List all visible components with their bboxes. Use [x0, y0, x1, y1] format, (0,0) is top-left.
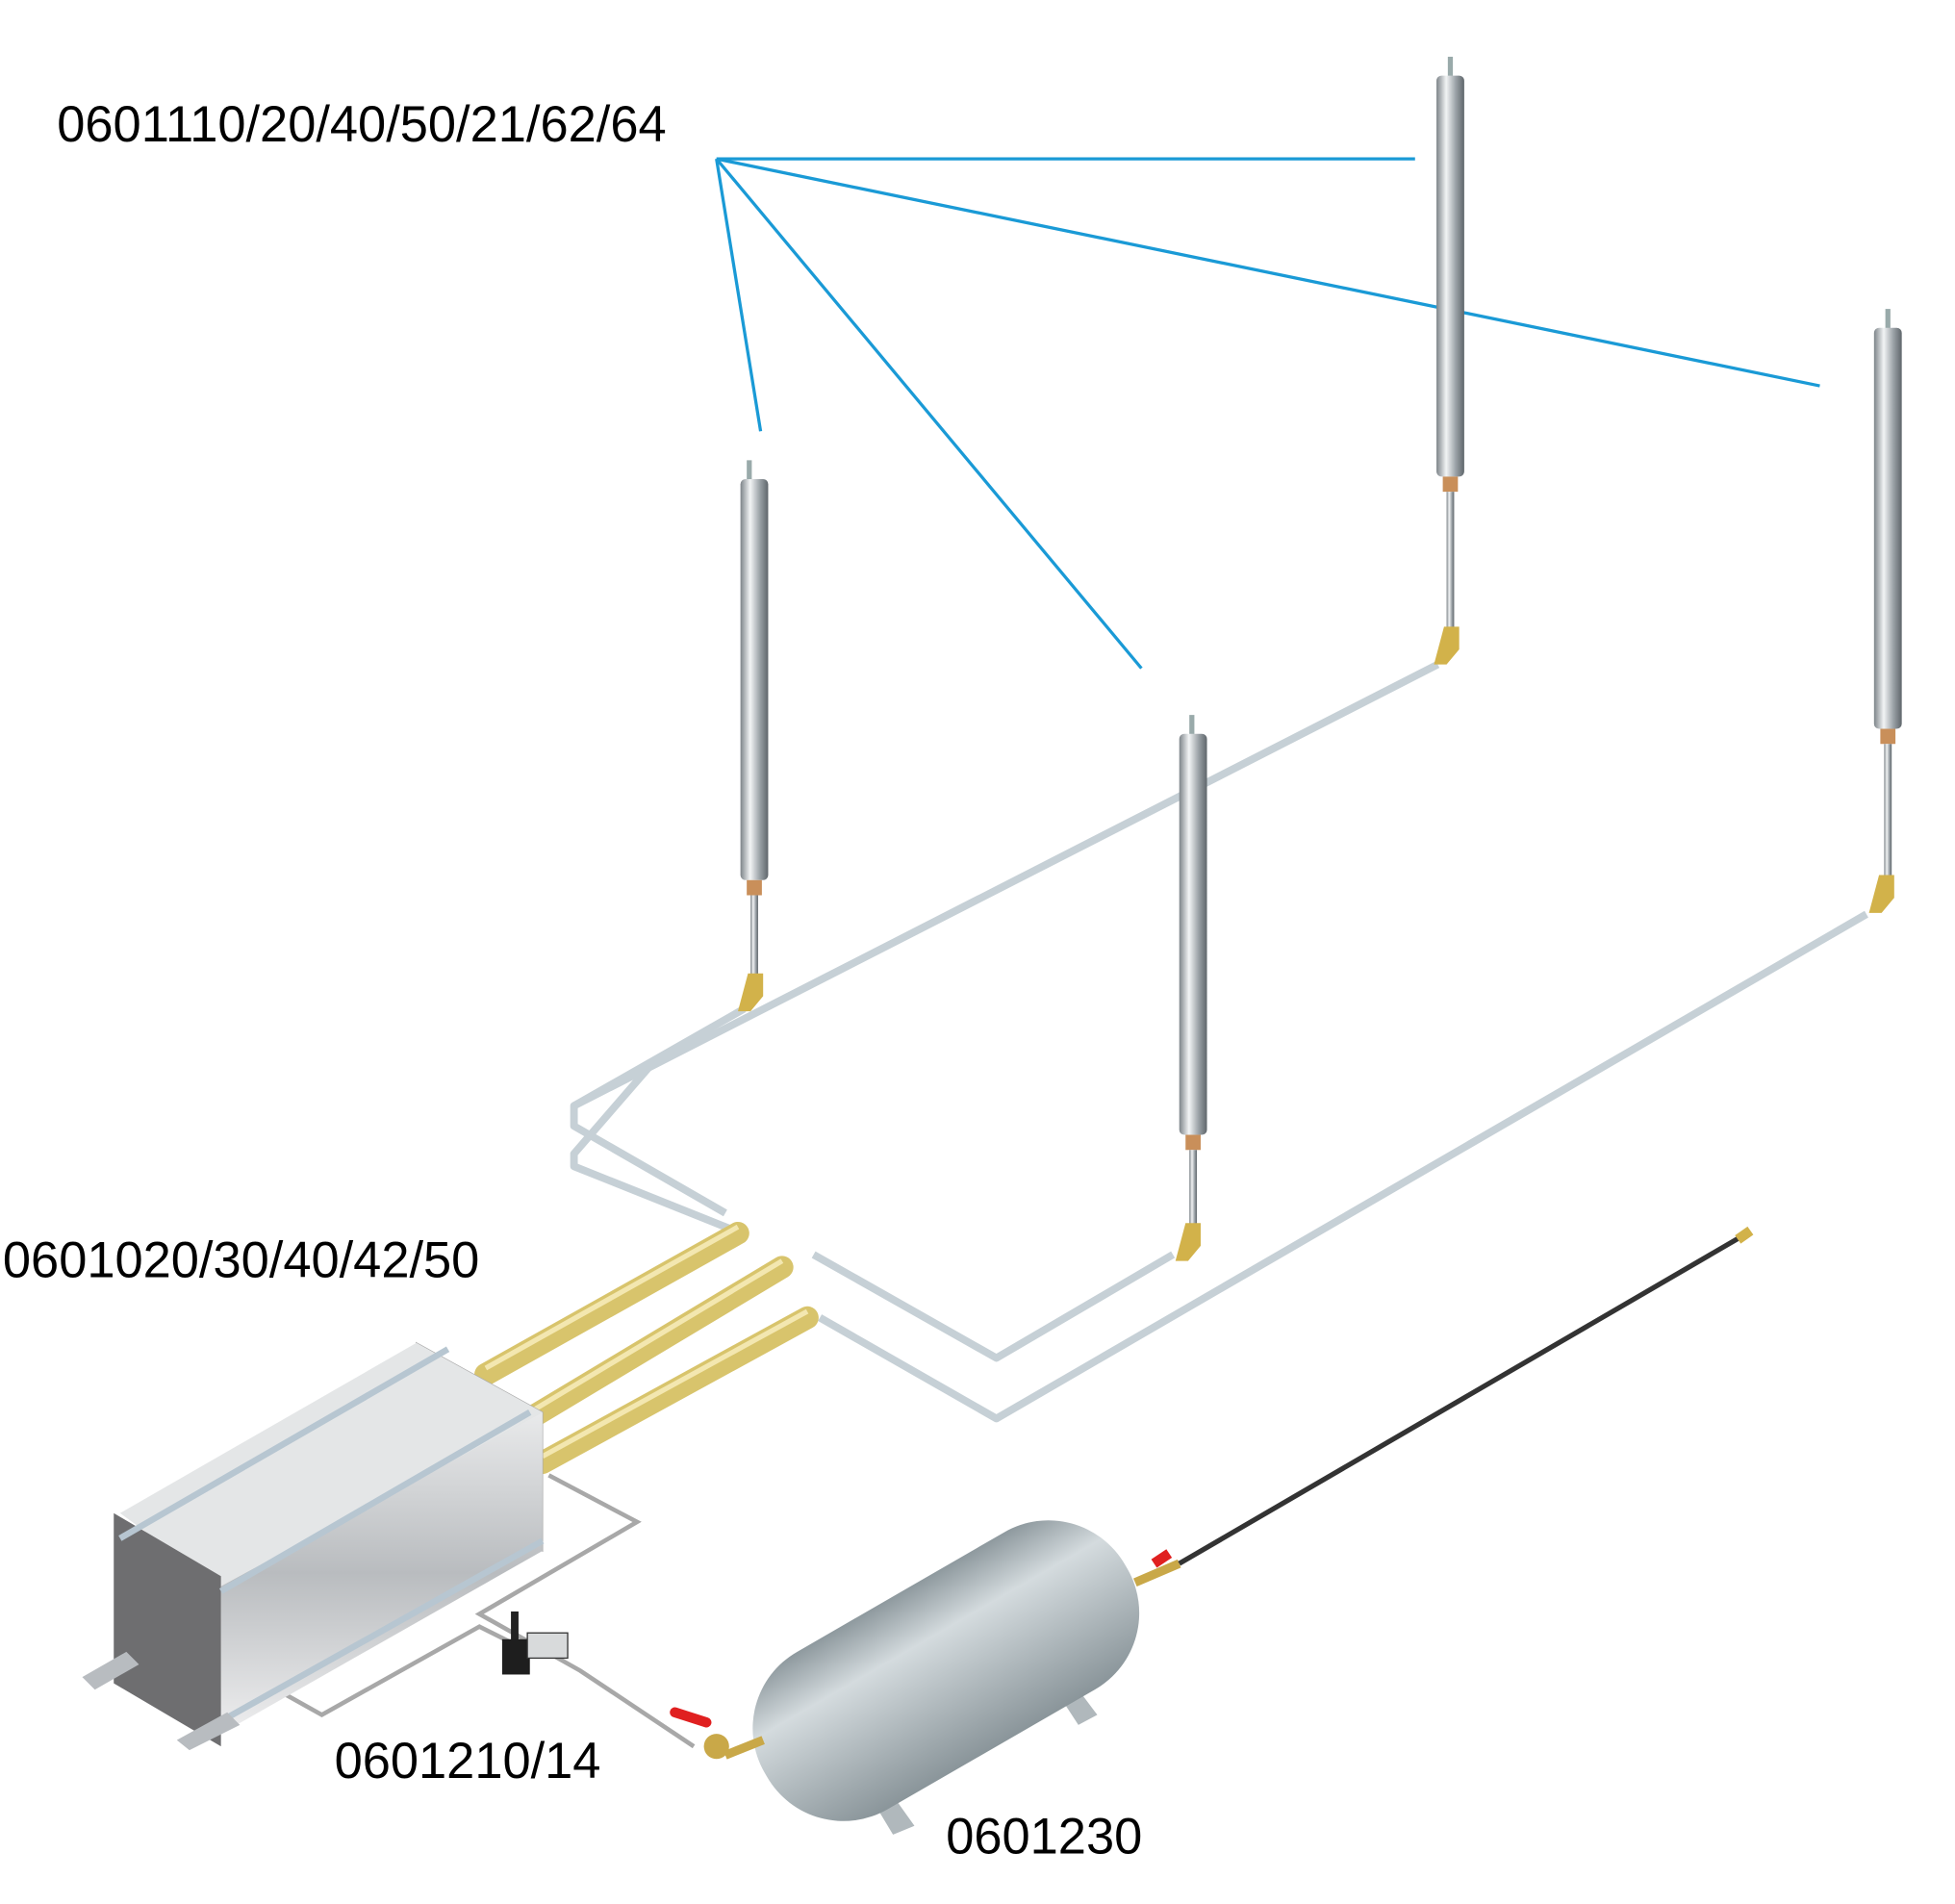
gas-spring	[1434, 56, 1464, 665]
air-pipes	[570, 661, 1868, 1423]
leader-line	[715, 158, 1143, 670]
gas-springs	[737, 56, 1902, 1261]
pipe	[811, 1251, 1176, 1362]
leader-line	[715, 158, 763, 432]
label-gas-springs: 0601110/20/40/50/21/62/64	[57, 97, 666, 153]
pipe	[570, 1056, 733, 1233]
leader-line	[716, 157, 1820, 388]
pressure-regulator	[501, 1611, 569, 1675]
gas-spring	[1868, 309, 1902, 913]
label-regulator: 0601210/14	[335, 1734, 601, 1790]
leader-lines	[715, 157, 1820, 670]
label-boosters: 0601020/30/40/42/50	[3, 1233, 479, 1289]
booster-unit	[82, 1221, 819, 1751]
gas-spring	[1175, 715, 1207, 1261]
label-tank: 0601230	[946, 1810, 1142, 1866]
hose-coupling	[1735, 1226, 1754, 1244]
pipe	[571, 1005, 747, 1109]
air-hose	[1178, 1233, 1744, 1566]
pipe	[818, 910, 1868, 1423]
air-tank	[670, 1520, 1181, 1835]
pipe	[570, 661, 1440, 1217]
pipe	[474, 1473, 696, 1749]
gas-spring	[737, 460, 769, 1012]
